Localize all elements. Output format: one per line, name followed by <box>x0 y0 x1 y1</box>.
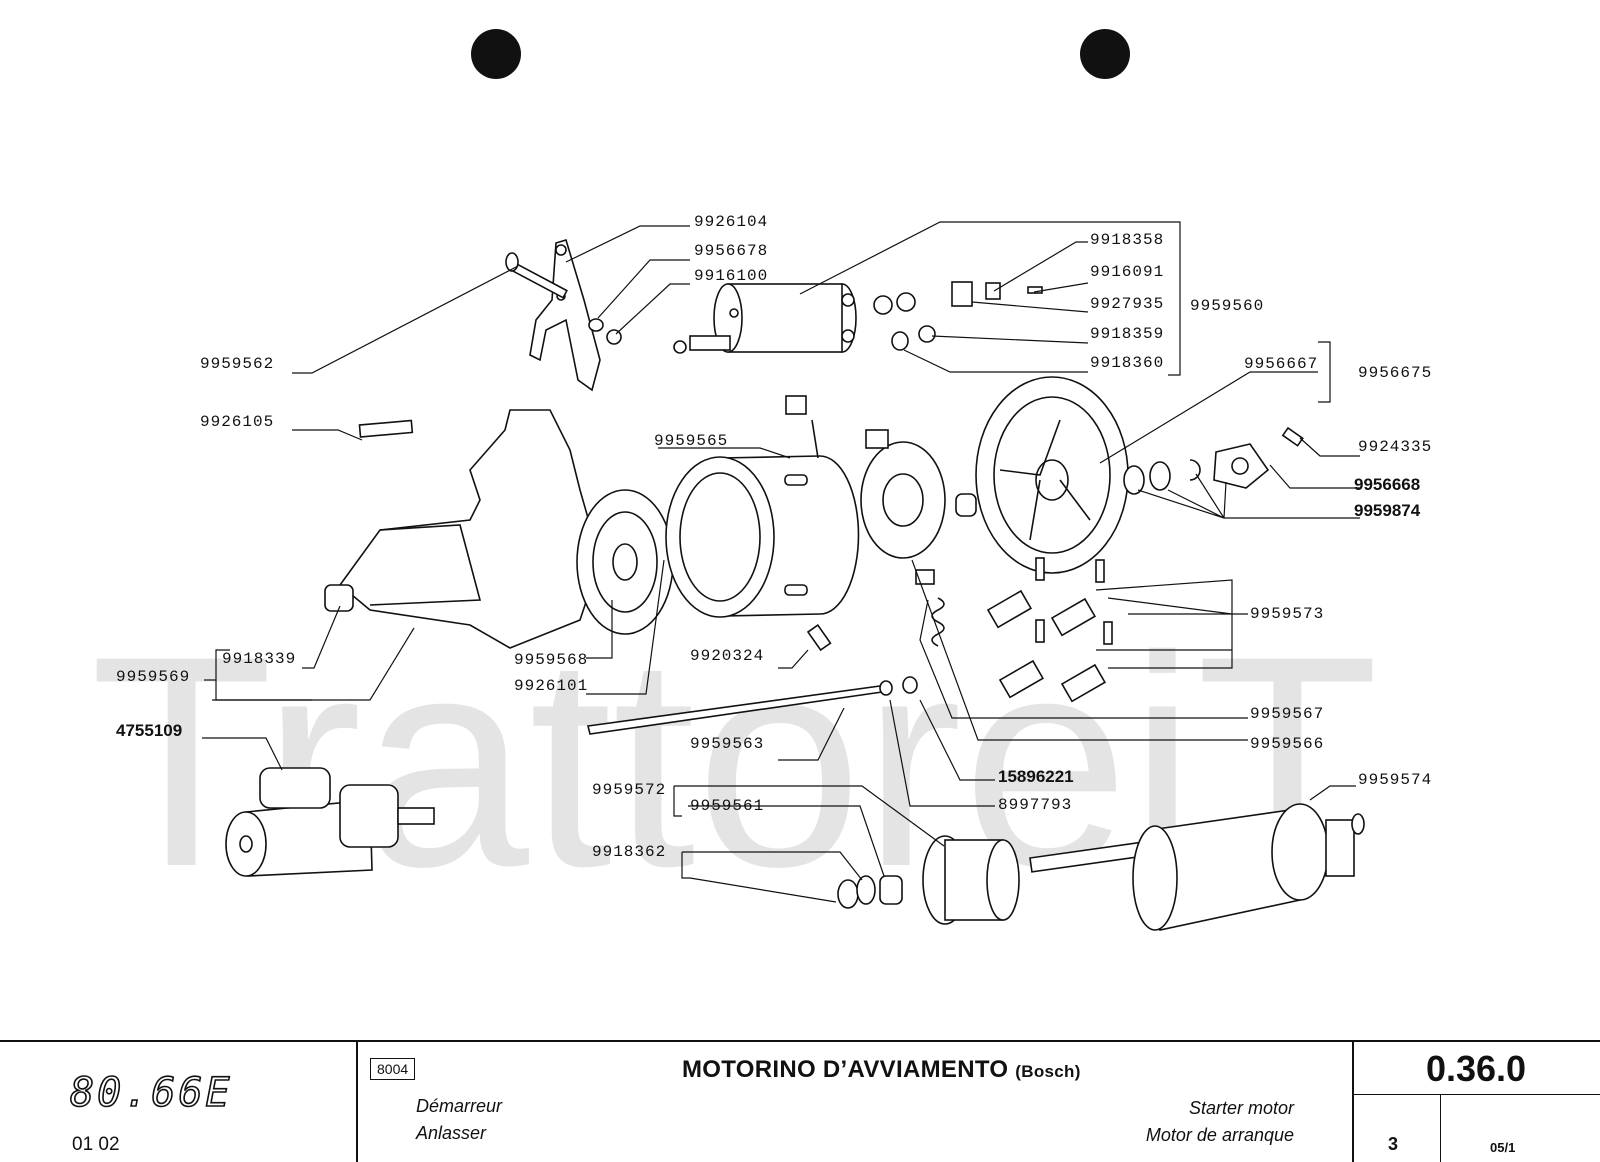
screw-drawing <box>1027 286 1043 294</box>
drive-end-housing-drawing <box>324 409 601 649</box>
revision-code: 05/1 <box>1490 1140 1516 1155</box>
model-codes: 01 02 <box>72 1134 120 1155</box>
part-label-9959566: 9959566 <box>1250 735 1324 753</box>
part-label-9918362: 9918362 <box>592 843 666 861</box>
part-label-9920324: 9920324 <box>690 647 764 665</box>
cap-plate-drawing <box>1213 443 1270 489</box>
ring-drawing <box>837 879 859 909</box>
part-label-4755109: 4755109 <box>116 721 182 740</box>
through-bolt-drawing <box>587 676 918 735</box>
spring-drawing <box>931 597 945 647</box>
part-label-9918339: 9918339 <box>222 650 296 668</box>
part-label-9959572: 9959572 <box>592 781 666 799</box>
part-label-9926101: 9926101 <box>514 677 588 695</box>
end-cover-drawing <box>955 376 1129 574</box>
part-label-9927935: 9927935 <box>1090 295 1164 313</box>
clip-drawing <box>985 282 1001 300</box>
brush-holder-drawing <box>860 429 946 585</box>
title-brand: (Bosch) <box>1015 1062 1081 1081</box>
drive-pinion-drawing <box>922 835 1020 925</box>
binder-hole-left <box>471 29 521 79</box>
part-label-9916091: 9916091 <box>1090 263 1164 281</box>
brushes-drawing <box>986 557 1113 703</box>
part-label-9926104: 9926104 <box>694 213 768 231</box>
title-german: Anlasser <box>416 1123 487 1143</box>
part-label-9959562: 9959562 <box>200 355 274 373</box>
part-label-9959561: 9959561 <box>690 797 764 815</box>
page-number: 3 <box>1388 1134 1399 1154</box>
screw-drawing <box>806 624 832 652</box>
part-label-9918359: 9918359 <box>1090 325 1164 343</box>
title-french: Démarreur <box>416 1096 503 1116</box>
stop-collar-drawing <box>879 875 903 905</box>
reference-number: 0.36.0 <box>1425 1048 1527 1089</box>
part-label-9959569: 9959569 <box>116 668 190 686</box>
model-cell: 80.66E 01 02 <box>0 1042 358 1162</box>
reference-cell: 0.36.0 3 05/1 <box>1352 1042 1600 1162</box>
part-label-9959567: 9959567 <box>1250 705 1324 723</box>
part-label-9956678: 9956678 <box>694 242 768 260</box>
circlip-drawing <box>1189 459 1201 481</box>
washer-drawing <box>1123 465 1145 495</box>
complete-starter-drawing <box>225 767 435 877</box>
part-label-9916100: 9916100 <box>694 267 768 285</box>
screw-drawing <box>1281 426 1304 447</box>
part-label-9918360: 9918360 <box>1090 354 1164 372</box>
washer-drawing <box>1149 461 1171 491</box>
part-label-9924335: 9924335 <box>1358 438 1432 456</box>
part-label-9959573: 9959573 <box>1250 605 1324 623</box>
model-logo: 80.66E <box>69 1069 233 1117</box>
washer-drawing <box>891 331 909 351</box>
clip-drawing <box>951 281 973 307</box>
part-label-9956668: 9956668 <box>1354 475 1420 494</box>
part-label-9918358: 9918358 <box>1090 231 1164 249</box>
nut-drawing <box>918 325 936 343</box>
washer-drawing <box>588 318 604 332</box>
title-cell: 8004 MOTORINO D’AVVIAMENTO (Bosch) Démar… <box>356 1042 1354 1162</box>
leader-lines <box>202 221 1360 903</box>
part-label-15896221: 15896221 <box>998 767 1074 786</box>
washer-drawing <box>873 295 893 315</box>
part-label-9959874: 9959874 <box>1354 501 1421 520</box>
nut-drawing <box>896 292 916 312</box>
part-label-9959560: 9959560 <box>1190 297 1264 315</box>
reference-divider <box>1352 1094 1600 1095</box>
part-label-9926105: 9926105 <box>200 413 274 431</box>
fork-lever-drawing <box>505 239 601 392</box>
binder-hole-right <box>1080 29 1130 79</box>
ring-drawing <box>856 875 876 905</box>
field-frame-drawing <box>665 395 860 618</box>
part-label-9956675: 9956675 <box>1358 364 1432 382</box>
part-label-9959574: 9959574 <box>1358 771 1432 789</box>
nut-drawing <box>606 329 622 345</box>
reference-vertical-divider <box>1440 1094 1441 1162</box>
solenoid-drawing <box>673 283 857 354</box>
intermediate-plate-drawing <box>576 489 674 635</box>
title-italian: MOTORINO D’AVVIAMENTO (Bosch) <box>682 1056 1081 1084</box>
part-label-9959568: 9959568 <box>514 651 588 669</box>
title-english: Starter motor <box>1188 1098 1294 1118</box>
part-label-8997793: 8997793 <box>998 796 1072 814</box>
title-block: 80.66E 01 02 8004 MOTORINO D’AVVIAMENTO … <box>0 1040 1600 1162</box>
group-code-badge: 8004 <box>370 1058 416 1080</box>
part-label-9956667: 9956667 <box>1244 355 1318 373</box>
part-label-9959565: 9959565 <box>654 432 728 450</box>
title-spanish: Motor de arranque <box>1145 1125 1294 1145</box>
title-italian-text: MOTORINO D’AVVIAMENTO <box>682 1056 1009 1083</box>
part-label-9959563: 9959563 <box>690 735 764 753</box>
armature-drawing <box>1029 803 1365 931</box>
